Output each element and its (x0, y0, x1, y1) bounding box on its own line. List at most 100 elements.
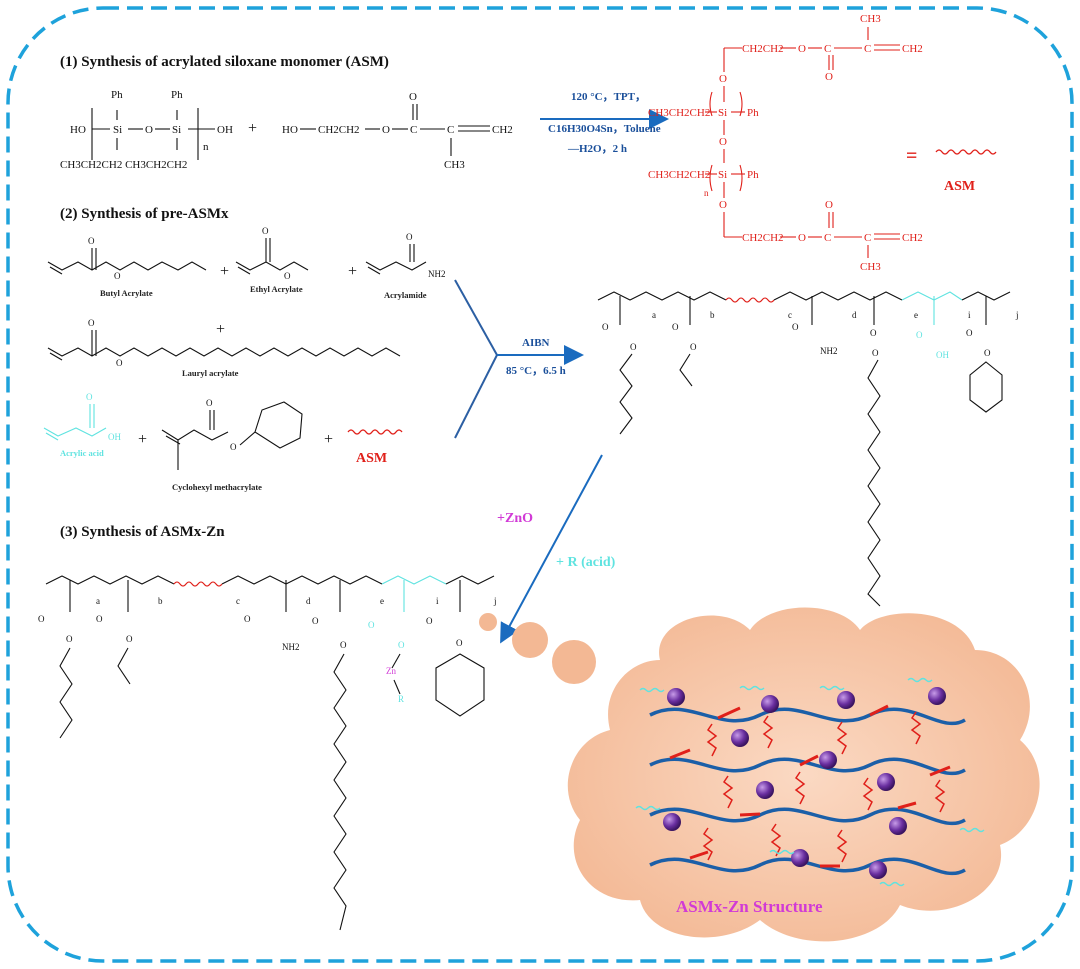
svg-text:O: O (96, 614, 103, 624)
svg-text:+: + (324, 431, 333, 448)
svg-text:O: O (114, 271, 121, 281)
butyl-acrylate-structure: O O Butyl Acrylate (47, 236, 207, 298)
svg-text:C: C (447, 124, 454, 136)
svg-text:e: e (914, 310, 918, 320)
acrylic-acid-structure: O OH Acrylic acid (43, 392, 121, 458)
section3-title: (3) Synthesis of ASMx-Zn (60, 524, 225, 540)
zinc-atom-label: Zn (386, 666, 396, 676)
svg-text:O: O (312, 616, 319, 626)
label-ethyl-acrylate: Ethyl Acrylate (250, 284, 303, 294)
bubble-large (552, 640, 596, 684)
hema-reactant: HO CH2CH2 O C O C CH2 CH3 (282, 91, 513, 171)
svg-text:O: O (602, 322, 609, 332)
svg-text:CH3CH2CH2: CH3CH2CH2 (648, 107, 710, 119)
svg-text:CH3CH2CH2 CH3CH2CH2: CH3CH2CH2 CH3CH2CH2 (60, 159, 187, 171)
svg-text:O: O (284, 271, 291, 281)
svg-text:O: O (116, 358, 123, 368)
svg-text:+: + (138, 431, 147, 448)
svg-text:CH2CH2: CH2CH2 (742, 43, 784, 55)
svg-text:O: O (690, 342, 697, 352)
equals-sign: = (906, 145, 917, 167)
svg-text:Si: Si (172, 124, 181, 136)
svg-text:NH2: NH2 (428, 269, 446, 279)
svg-text:O: O (340, 640, 347, 650)
asmx-zn-polymer: a b c d e i j O O O O O NH2 O O O O Zn R… (38, 575, 497, 931)
svg-text:a: a (652, 310, 656, 320)
section3-arrow: +ZnO + R (acid) (497, 454, 616, 644)
bubble-medium (512, 622, 548, 658)
svg-text:O: O (38, 614, 45, 624)
svg-text:HO: HO (282, 124, 298, 136)
reagent-acid: + R (acid) (556, 555, 616, 570)
svg-text:CH2: CH2 (902, 232, 923, 244)
svg-text:e: e (380, 596, 384, 606)
svg-text:OH: OH (936, 350, 949, 360)
svg-text:CH3: CH3 (860, 261, 881, 273)
svg-text:C: C (864, 43, 871, 55)
svg-text:i: i (436, 596, 439, 606)
svg-text:O: O (206, 398, 213, 408)
svg-text:+: + (216, 321, 225, 338)
svg-text:Ph: Ph (171, 89, 183, 101)
svg-text:O: O (966, 328, 973, 338)
section2-conditions: 85 °C，6.5 h (506, 365, 566, 377)
svg-text:O: O (88, 236, 95, 246)
svg-text:O: O (456, 638, 463, 648)
asm-wavy-symbol-2 (347, 429, 403, 435)
svg-text:C: C (824, 43, 831, 55)
svg-text:O: O (984, 348, 991, 358)
svg-text:O: O (368, 620, 375, 630)
svg-text:R: R (398, 694, 404, 704)
svg-text:O: O (382, 124, 390, 136)
section1-title: (1) Synthesis of acrylated siloxane mono… (60, 54, 389, 70)
asmx-zn-structure-cloud: ASMx-Zn Structure (567, 607, 1040, 942)
svg-text:CH2CH2: CH2CH2 (742, 232, 784, 244)
svg-text:NH2: NH2 (282, 642, 300, 652)
crosslinks (702, 711, 946, 863)
polymer-chains (649, 707, 966, 876)
svg-text:C: C (410, 124, 417, 136)
svg-text:NH2: NH2 (820, 346, 838, 356)
svg-text:HO: HO (70, 124, 86, 136)
label-lauryl-acrylate: Lauryl acrylate (182, 368, 239, 378)
cyclohexyl-methacrylate-structure: O O Cyclohexyl methacrylate (161, 398, 303, 492)
svg-text:O: O (398, 640, 405, 650)
svg-text:+: + (220, 263, 229, 280)
svg-text:Si: Si (718, 169, 727, 181)
pre-asmx-polymer: a b c d e i j O O O O O NH2 O O O OH O O (597, 291, 1019, 607)
svg-text:O: O (825, 199, 833, 211)
svg-text:O: O (409, 91, 417, 103)
svg-text:Ph: Ph (111, 89, 123, 101)
condition-1: 120 °C，TPT， (571, 91, 646, 103)
label-acrylic-acid: Acrylic acid (60, 448, 104, 458)
reagent-zno: +ZnO (497, 511, 533, 526)
svg-text:O: O (145, 124, 153, 136)
svg-text:O: O (719, 136, 727, 148)
svg-text:CH3: CH3 (444, 159, 465, 171)
svg-text:O: O (672, 322, 679, 332)
svg-text:O: O (916, 330, 923, 340)
svg-text:n: n (704, 188, 709, 198)
svg-text:O: O (630, 342, 637, 352)
label-acrylamide: Acrylamide (384, 290, 427, 300)
section2-title: (2) Synthesis of pre-ASMx (60, 206, 229, 222)
lauryl-acrylate-structure: + O O Lauryl acrylate (47, 318, 401, 378)
svg-text:n: n (203, 141, 209, 153)
svg-text:i: i (968, 310, 971, 320)
svg-text:c: c (788, 310, 792, 320)
svg-text:O: O (262, 226, 269, 236)
svg-text:c: c (236, 596, 240, 606)
svg-text:CH2: CH2 (492, 124, 513, 136)
svg-text:O: O (792, 322, 799, 332)
svg-text:j: j (493, 596, 497, 606)
condition-3: —H2O，2 h (567, 143, 627, 155)
bubble-small (479, 613, 497, 631)
svg-text:O: O (825, 71, 833, 83)
asm-wavy-symbol (935, 149, 997, 155)
svg-text:a: a (96, 596, 100, 606)
section1-arrow: 120 °C，TPT， C16H30O4Sn，Toluene —H2O，2 h (540, 91, 669, 155)
svg-text:O: O (86, 392, 93, 402)
svg-text:O: O (719, 199, 727, 211)
